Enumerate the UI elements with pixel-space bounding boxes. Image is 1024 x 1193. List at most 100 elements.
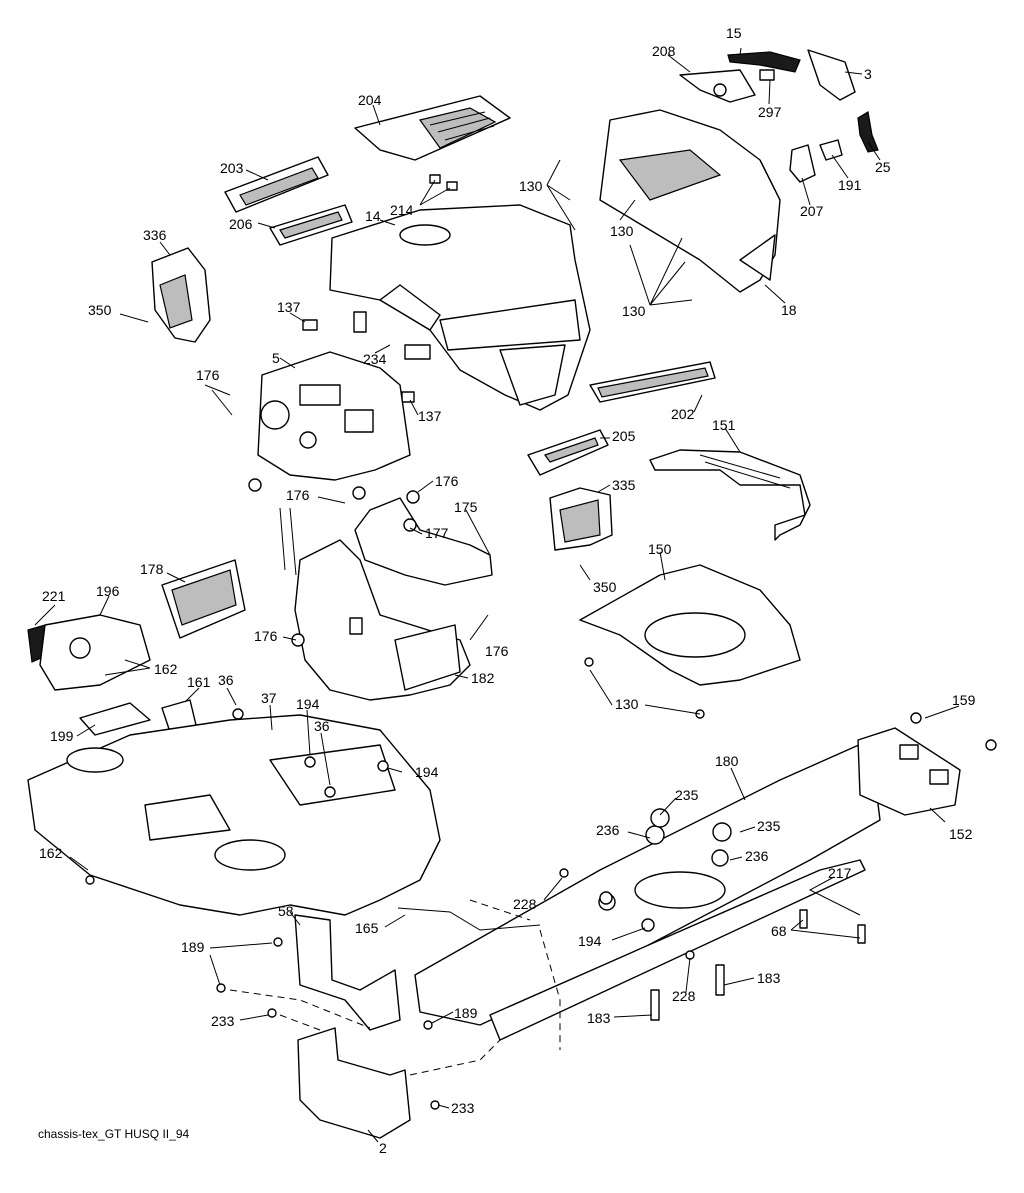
callout-196: 196: [96, 583, 120, 599]
callout-236-b: 236: [745, 848, 769, 864]
part-234-label-b: [404, 344, 431, 360]
callout-189-b: 189: [454, 1005, 478, 1021]
callout-208: 208: [652, 43, 676, 59]
callout-217: 217: [828, 865, 852, 881]
callout-189-a: 189: [181, 939, 205, 955]
part-58-bracket: [294, 914, 401, 1031]
part-335-side-panel: [549, 487, 613, 551]
part-137-clip-upper: [302, 319, 318, 331]
part-37-fender: [27, 714, 441, 916]
callout-15: 15: [726, 25, 742, 41]
callout-130-b: 130: [610, 223, 634, 239]
callout-58: 58: [278, 903, 294, 919]
part-152-rear-bracket: [857, 727, 961, 816]
callout-214: 214: [390, 202, 414, 218]
callout-5: 5: [272, 350, 280, 366]
callout-18: 18: [781, 302, 797, 318]
callout-177: 177: [425, 525, 449, 541]
callout-176-b: 176: [435, 473, 459, 489]
assembly-dash-lines: [229, 899, 561, 1076]
callout-151: 151: [712, 417, 736, 433]
callout-183-a: 183: [757, 970, 781, 986]
callout-137-a: 137: [277, 299, 301, 315]
callout-191: 191: [838, 177, 862, 193]
parts-layer: [27, 49, 997, 1139]
part-180-frame: [414, 739, 881, 1041]
part-150-floor-plate: [579, 564, 801, 686]
part-196-console: [39, 614, 151, 691]
callout-297: 297: [758, 104, 782, 120]
callout-350-b: 350: [593, 579, 617, 595]
callout-25: 25: [875, 159, 891, 175]
callout-235-b: 235: [757, 818, 781, 834]
callout-159: 159: [952, 692, 976, 708]
callout-175: 175: [454, 499, 478, 515]
callout-207: 207: [800, 203, 824, 219]
callout-130-a: 130: [519, 178, 543, 194]
callout-183-b: 183: [587, 1010, 611, 1026]
callout-176-e: 176: [485, 643, 509, 659]
part-204-hood-panel: [354, 95, 511, 161]
callout-176-d: 176: [254, 628, 278, 644]
part-151-bracket: [649, 449, 811, 541]
callout-180: 180: [715, 753, 739, 769]
callout-205: 205: [612, 428, 636, 444]
callout-162-a: 162: [154, 661, 178, 677]
diagram-footer-label: chassis-tex_GT HUSQ II_94: [38, 1127, 190, 1141]
callout-194-a: 194: [296, 696, 320, 712]
callout-204: 204: [358, 92, 382, 108]
callout-68: 68: [771, 923, 787, 939]
part-199-cover: [79, 702, 151, 736]
part-14-hood: [329, 204, 591, 411]
part-207-lamp: [789, 144, 816, 183]
callout-335: 335: [612, 477, 636, 493]
part-18-front-housing: [599, 109, 781, 293]
part-3-side-trim: [807, 49, 856, 101]
part-203-grille-insert: [224, 156, 329, 213]
part-25-lens: [857, 111, 879, 153]
part-5-dashboard: [257, 351, 411, 481]
callout-37: 37: [261, 690, 277, 706]
callout-36-a: 36: [218, 672, 234, 688]
callout-3: 3: [864, 66, 872, 82]
callout-labels: 15 208 3 297 204 25 130 191 207 203 214 …: [39, 25, 976, 1156]
part-165-rod: [397, 907, 541, 931]
callout-182: 182: [471, 670, 495, 686]
callout-194-b: 194: [415, 764, 439, 780]
callout-202: 202: [671, 406, 695, 422]
part-2-lower-bracket: [297, 1027, 411, 1139]
callout-350-a: 350: [88, 302, 112, 318]
callout-137-b: 137: [418, 408, 442, 424]
part-137-clip-lower: [401, 391, 415, 403]
callout-152: 152: [949, 826, 973, 842]
callout-234: 234: [363, 351, 387, 367]
callout-162-b: 162: [39, 845, 63, 861]
callout-236-a: 236: [596, 822, 620, 838]
callout-203: 203: [220, 160, 244, 176]
callout-221: 221: [42, 588, 66, 604]
callout-14: 14: [365, 208, 381, 224]
callout-36-b: 36: [314, 718, 330, 734]
callout-178: 178: [140, 561, 164, 577]
part-182-lower-panel: [294, 539, 471, 701]
part-178-grille-plate: [161, 559, 246, 639]
callout-228-b: 228: [672, 988, 696, 1004]
part-175-mount: [354, 497, 493, 586]
part-234-label-a: [353, 311, 367, 333]
callout-199: 199: [50, 728, 74, 744]
callout-176-a: 176: [196, 367, 220, 383]
callout-228-a: 228: [513, 896, 537, 912]
callout-235-a: 235: [675, 787, 699, 803]
callout-2: 2: [379, 1140, 387, 1156]
callout-233-b: 233: [451, 1100, 475, 1116]
part-214-clips: [429, 174, 458, 191]
hardware-bolts: [85, 478, 997, 1110]
callout-176-c: 176: [286, 487, 310, 503]
callout-194-c: 194: [578, 933, 602, 949]
callout-165: 165: [355, 920, 379, 936]
part-208-light-bracket: [679, 69, 756, 103]
callout-130-d: 130: [615, 696, 639, 712]
part-336-side-panel: [151, 247, 211, 343]
part-205-strip: [527, 429, 609, 476]
